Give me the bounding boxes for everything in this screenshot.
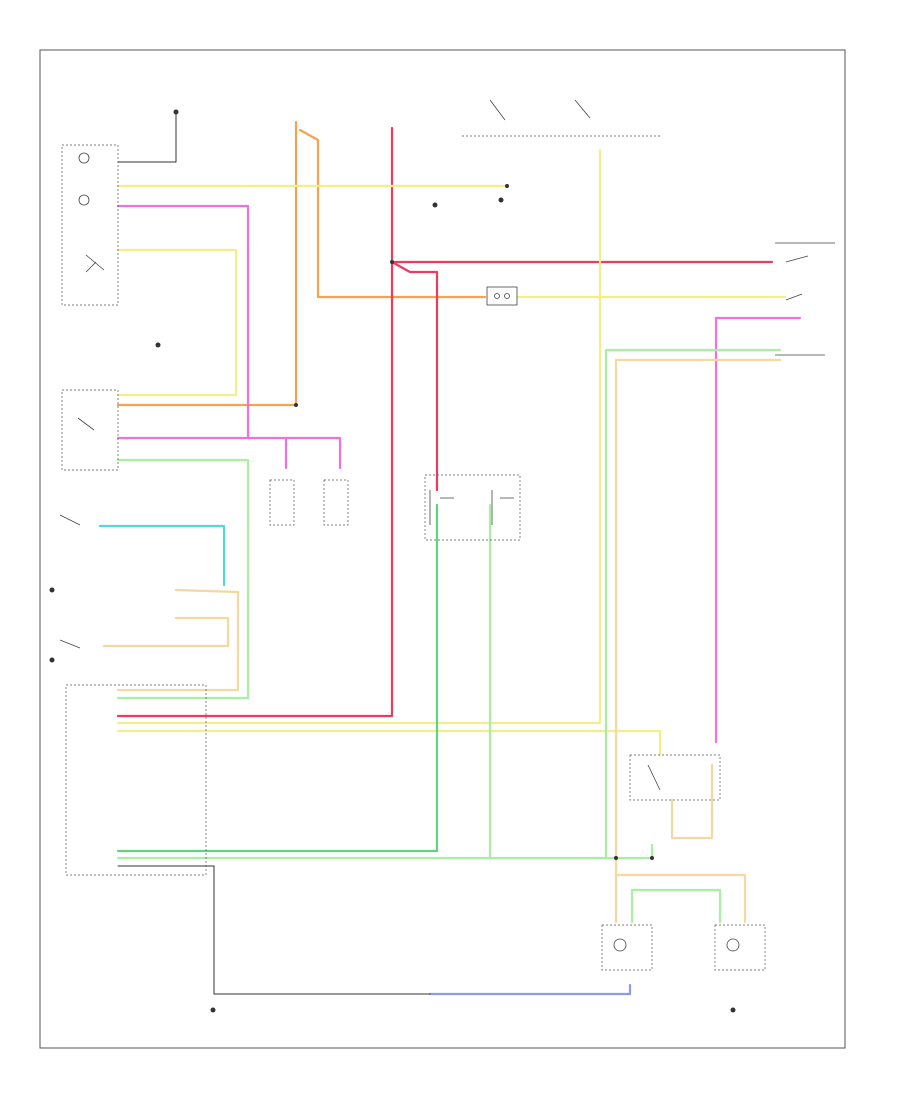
wire-yellow-low xyxy=(116,729,662,757)
wire-cyan xyxy=(98,524,226,587)
relay-right-blade xyxy=(647,764,661,791)
splice-dot xyxy=(614,856,618,860)
wire-green-lamps xyxy=(630,888,722,924)
wire-green-dark xyxy=(116,503,439,853)
relay-box-right xyxy=(629,754,721,801)
bottom-lamp-right xyxy=(714,924,766,971)
fuse-block xyxy=(486,286,518,306)
splice-dot xyxy=(294,403,298,407)
ground-symbol xyxy=(432,202,438,208)
fuse-switch xyxy=(489,99,591,121)
relay-box-mid xyxy=(424,474,521,541)
brake-switch-blade xyxy=(77,417,95,431)
headlamp-switch-blade xyxy=(85,254,105,273)
ground-symbol xyxy=(173,109,179,115)
ground-symbol xyxy=(210,1007,216,1013)
wire-red-branch xyxy=(390,260,774,492)
switch-contact xyxy=(59,514,81,649)
wire-tan-mid xyxy=(102,588,240,692)
switch-contact-right xyxy=(785,255,809,301)
ground-symbol xyxy=(49,657,55,663)
wire-yellow-switch xyxy=(116,248,238,397)
bottom-lamp-bulb xyxy=(726,938,740,952)
headlamp-switch-contact xyxy=(78,194,90,206)
wire-blue xyxy=(428,983,632,996)
splice-dot xyxy=(650,856,654,860)
headlamp-switch-box xyxy=(61,144,119,306)
wire-red-main xyxy=(116,126,394,718)
wire-pink-headlamp xyxy=(116,204,342,470)
lamp-left xyxy=(269,479,295,526)
wire-group xyxy=(98,111,802,996)
wire-yellow-right xyxy=(116,148,787,725)
headlamp-switch-contact xyxy=(78,152,90,164)
bracket-right xyxy=(775,242,835,356)
fuse-terminal xyxy=(504,293,510,299)
ground-symbol xyxy=(49,587,55,593)
wire-orange xyxy=(116,120,487,407)
splice-dot xyxy=(505,184,509,188)
wire-black-bottom xyxy=(117,865,431,995)
wire-pink-right xyxy=(714,316,802,744)
brake-switch-box xyxy=(61,389,119,471)
wire-tan-bottom xyxy=(614,763,747,924)
wire-tan-right xyxy=(614,358,782,924)
relay-coil xyxy=(429,490,514,525)
wire-green-light xyxy=(116,348,782,860)
control-module-box xyxy=(65,684,207,876)
ground-symbol xyxy=(498,197,504,203)
component-group xyxy=(49,99,835,1013)
wire-green-pickup xyxy=(116,458,250,700)
splice-dot xyxy=(390,260,394,264)
diagram-border xyxy=(39,49,846,1049)
fuse-terminal xyxy=(494,293,500,299)
lamp-right xyxy=(323,479,349,526)
ground-symbol xyxy=(155,342,161,348)
bottom-lamp-bulb xyxy=(613,938,627,952)
bottom-lamp-left xyxy=(601,924,653,971)
ground-symbol xyxy=(730,1007,736,1013)
wire-black-top xyxy=(117,111,177,163)
